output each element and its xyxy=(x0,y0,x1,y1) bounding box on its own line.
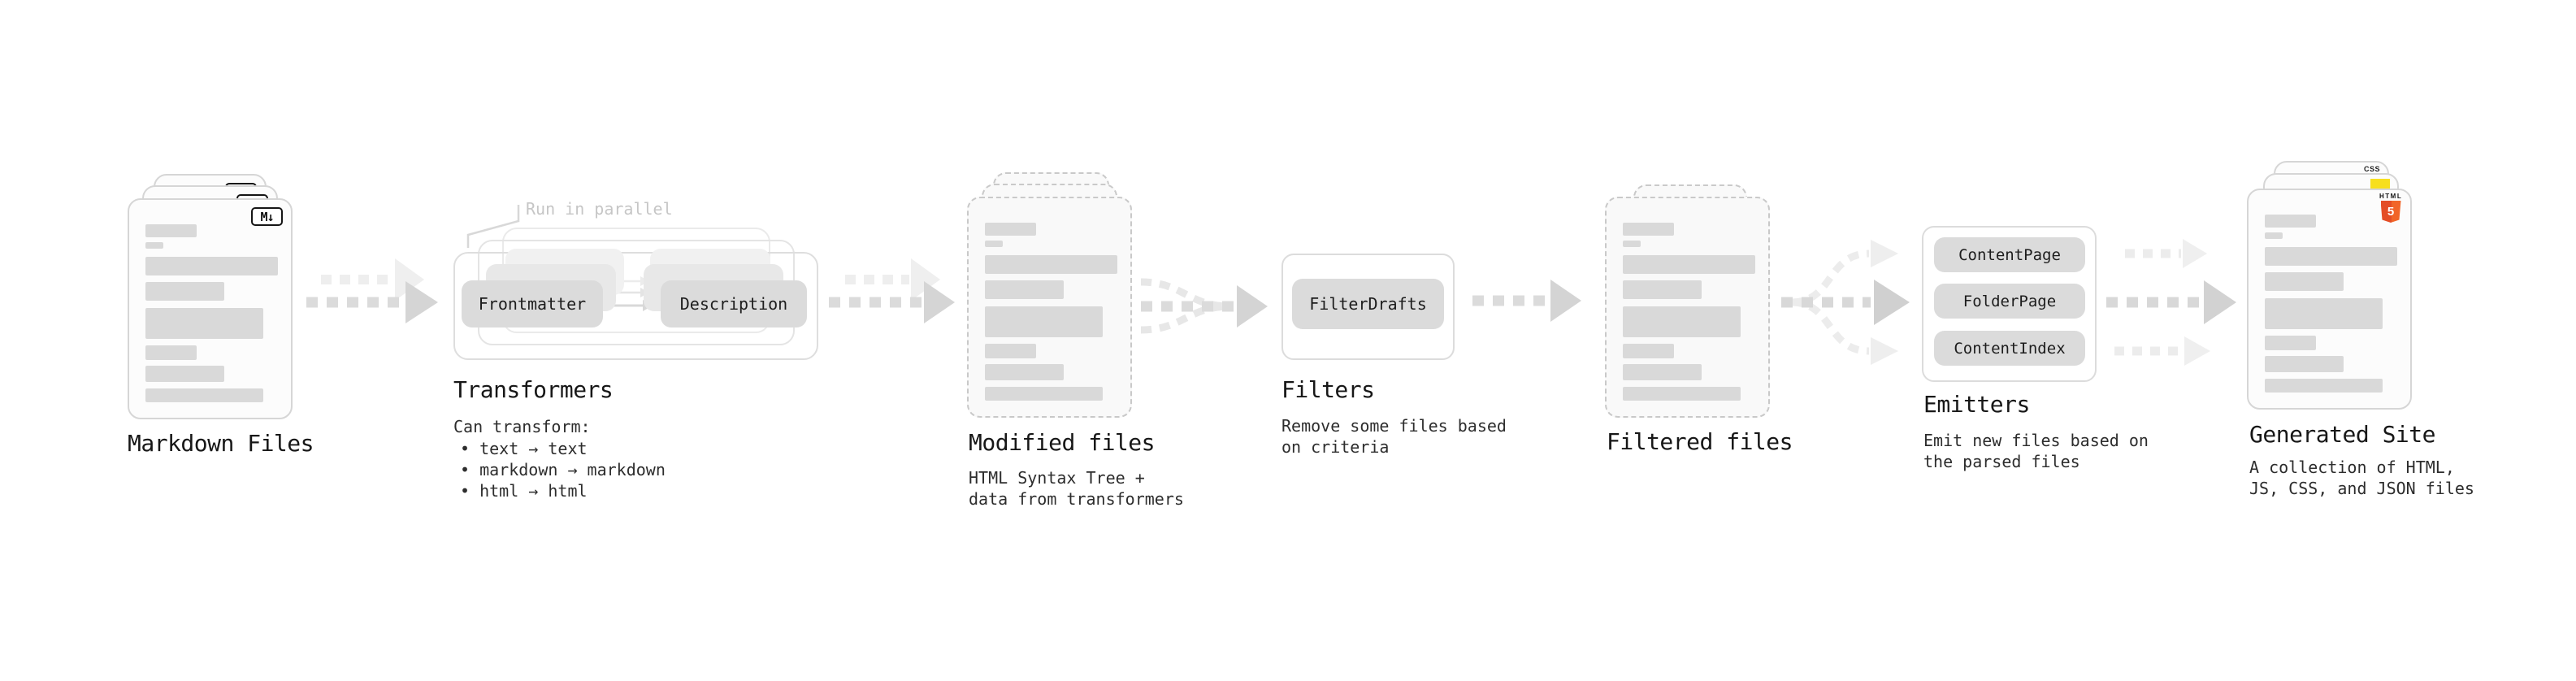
bar xyxy=(145,388,263,402)
js-file-icon xyxy=(2370,179,2390,189)
bar xyxy=(1623,280,1702,299)
bar xyxy=(1623,241,1641,247)
transformers-bullet: • markdown → markdown xyxy=(460,460,666,479)
transformers-bullet: • html → html xyxy=(460,481,588,501)
bar xyxy=(985,306,1103,337)
arrow-transformers-to-modified xyxy=(829,258,955,323)
markdown-files-label: Markdown Files xyxy=(128,430,314,457)
bar xyxy=(2265,336,2316,350)
bar xyxy=(2265,379,2383,393)
bar xyxy=(145,282,224,301)
bar xyxy=(985,387,1103,401)
contentindex-emitter-chip: ContentIndex xyxy=(1934,331,2085,366)
arrows-emitters-to-generated xyxy=(2106,239,2236,366)
transformer-layer-box-front xyxy=(453,252,818,360)
bar xyxy=(985,241,1003,247)
bar xyxy=(1623,306,1741,337)
bar xyxy=(1623,387,1741,401)
generated-site-caption-line1: A collection of HTML, xyxy=(2249,458,2455,477)
bar xyxy=(2265,356,2344,372)
modified-doc-card-front xyxy=(967,197,1132,418)
generated-site-label: Generated Site xyxy=(2249,421,2436,448)
transformers-caption-title: Can transform: xyxy=(453,417,591,436)
emitters-caption-line2: the parsed files xyxy=(1923,452,2080,471)
modified-files-label: Modified files xyxy=(969,429,1156,456)
bar xyxy=(145,224,197,237)
bar xyxy=(145,257,278,275)
bar xyxy=(985,280,1064,299)
markdown-icon: M↓ xyxy=(251,207,283,226)
generated-doc-card-front: HTML 5 xyxy=(2247,189,2412,410)
bar xyxy=(2265,298,2383,329)
bar xyxy=(145,308,263,339)
emitters-caption-line1: Emit new files based on xyxy=(1923,431,2149,450)
filters-caption-line1: Remove some files based xyxy=(1281,416,1507,436)
run-in-parallel-note: Run in parallel xyxy=(526,199,673,219)
filtered-doc-card-front xyxy=(1605,197,1770,418)
modified-files-caption-line2: data from transformers xyxy=(969,489,1184,509)
doc-content-bars xyxy=(985,223,1117,401)
bar xyxy=(145,345,197,360)
doc-content-bars xyxy=(1623,223,1755,401)
arrow-filtered-to-emitters-fanout xyxy=(1781,240,1910,365)
bar xyxy=(985,364,1064,380)
bar xyxy=(2265,247,2397,266)
transformers-label: Transformers xyxy=(453,376,614,403)
bar xyxy=(1623,223,1674,236)
bar xyxy=(985,344,1036,358)
modified-files-caption-line1: HTML Syntax Tree + xyxy=(969,468,1145,488)
doc-content-bars xyxy=(145,224,278,402)
filters-label: Filters xyxy=(1281,376,1375,403)
description-transformer-chip: Description xyxy=(661,280,807,327)
bar xyxy=(1623,344,1674,358)
frontmatter-transformer-chip: Frontmatter xyxy=(462,280,603,327)
bar xyxy=(985,255,1117,274)
bar xyxy=(145,242,163,249)
arrow-filters-to-filtered xyxy=(1472,280,1581,322)
emitters-label: Emitters xyxy=(1923,391,2030,418)
bar xyxy=(985,223,1036,236)
bar xyxy=(1623,255,1755,274)
filters-caption-line2: on criteria xyxy=(1281,437,1390,457)
arrow-modified-to-filters-merge xyxy=(1140,278,1268,334)
arrow-markdown-to-transformers xyxy=(306,258,438,323)
bar xyxy=(2265,272,2344,291)
filtered-files-label: Filtered files xyxy=(1607,428,1793,455)
folderpage-emitter-chip: FolderPage xyxy=(1934,284,2085,319)
bar xyxy=(145,366,224,382)
transformers-bullet: • text → text xyxy=(460,439,588,458)
doc-content-bars xyxy=(2265,215,2397,393)
bar xyxy=(1623,364,1702,380)
bar xyxy=(2265,215,2316,228)
filterdrafts-chip: FilterDrafts xyxy=(1292,279,1444,329)
contentpage-emitter-chip: ContentPage xyxy=(1934,237,2085,272)
bar xyxy=(2265,232,2283,239)
generated-site-caption-line2: JS, CSS, and JSON files xyxy=(2249,479,2474,498)
markdown-doc-card-front: M↓ xyxy=(128,198,293,419)
html5-file-icon: HTML 5 xyxy=(2379,193,2402,223)
